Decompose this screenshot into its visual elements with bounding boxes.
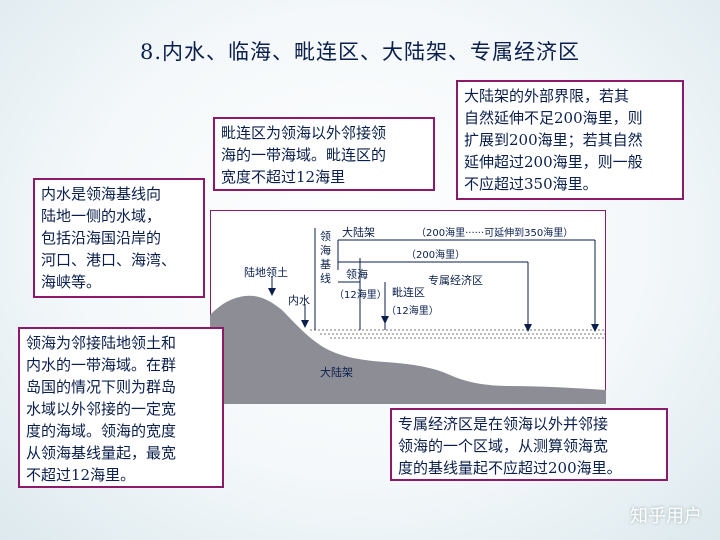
contiguous-label: 毗连区 [392, 286, 425, 299]
callout-line: 内水的一带海域。在群 [26, 356, 177, 374]
callout-line: 专属经济区是在领海以外并邻接 [398, 415, 609, 433]
callout-line: 不超过12海里。 [26, 466, 136, 484]
watermark: 知乎用户 [630, 506, 702, 527]
territorial-sea-label: 领海 [346, 267, 368, 281]
callout-line: 度的基线量起不应超过200海里。 [398, 459, 622, 477]
seabed-label: 大陆架 [320, 365, 353, 379]
maritime-zones-diagram: 陆地领土 内水 领 海 基 线 大陆架 （200海里······可延伸到350海… [210, 210, 606, 404]
baseline-label: 基 [320, 258, 331, 271]
callout-line: 陆地一侧的水域， [41, 207, 162, 225]
contiguous-range-label: （12海里） [386, 304, 439, 317]
callout-line: 扩展到200海里；若其自然 [464, 131, 643, 149]
callout-line: 延伸超过200海里，则一般 [464, 153, 643, 171]
callout-line: 宽度不超过12海里 [221, 168, 346, 186]
callout-line: 自然延伸不足200海里，则 [464, 109, 643, 127]
callout-line: 内水是领海基线向 [41, 185, 162, 203]
territorial-range-label: （12海里） [334, 288, 387, 301]
baseline-label: 线 [320, 271, 331, 285]
callout-line: 包括沿海国沿岸的 [41, 229, 162, 247]
land-and-seabed [210, 295, 606, 404]
callout-line: 领海为邻接陆地领土和 [26, 334, 177, 352]
continental-shelf-callout: 大陆架的外部界限，若其 自然延伸不足200海里，则 扩展到200海里；若其自然 … [456, 80, 684, 200]
callout-line: 河口、港口、海湾、 [41, 251, 177, 269]
eez-label: 专属经济区 [428, 273, 483, 287]
callout-line: 度的海域。领海的宽度 [26, 422, 177, 440]
callout-line: 岛国的情况下则为群岛 [26, 378, 177, 396]
baseline-label: 海 [320, 243, 331, 257]
callout-line: 从领海基线量起，最宽 [26, 444, 177, 462]
callout-line: 大陆架的外部界限，若其 [464, 87, 630, 105]
callout-line: 毗连区为领海以外邻接领 [221, 124, 387, 142]
internal-waters-callout: 内水是领海基线向 陆地一侧的水域， 包括沿海国沿岸的 河口、港口、海湾、 海峡等… [33, 178, 205, 298]
eez-range-label: （200海里） [406, 248, 465, 261]
callout-line: 水域以外邻接的一定宽 [26, 400, 177, 418]
callout-line: 海峡等。 [41, 273, 102, 291]
land-label: 陆地领土 [244, 265, 288, 279]
territorial-sea-callout: 领海为邻接陆地领土和 内水的一带海域。在群 岛国的情况下则为群岛 水域以外邻接的… [18, 327, 224, 488]
callout-line: 海的一带海域。毗连区的 [221, 146, 387, 164]
shelf-range-label: （200海里······可延伸到350海里） [416, 226, 573, 239]
callout-line: 领海的一个区域，从测算领海宽 [398, 437, 609, 455]
internal-waters-label: 内水 [288, 293, 310, 307]
baseline-label: 领 [320, 230, 331, 243]
callout-line: 不应超过350海里。 [464, 175, 598, 193]
eez-callout: 专属经济区是在领海以外并邻接 领海的一个区域，从测算领海宽 度的基线量起不应超过… [390, 408, 668, 481]
shelf-label: 大陆架 [342, 225, 375, 239]
contiguous-zone-callout: 毗连区为领海以外邻接领 海的一带海域。毗连区的 宽度不超过12海里 [213, 117, 435, 191]
page-title: 8.内水、临海、毗连区、大陆架、专属经济区 [139, 40, 581, 64]
